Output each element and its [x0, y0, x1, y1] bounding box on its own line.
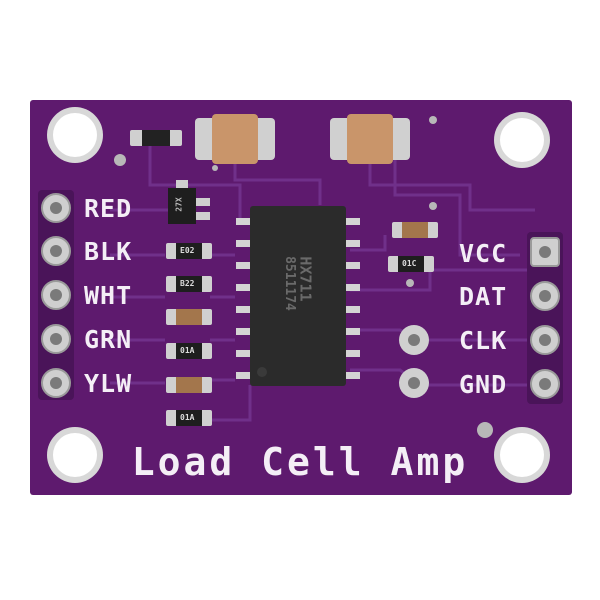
- pin-label-gnd: GND: [459, 370, 508, 399]
- pcb-traces: [110, 140, 535, 422]
- pin-label-blk: BLK: [84, 237, 133, 266]
- resistor-marking-4: 01A: [180, 413, 195, 422]
- pin-label-wht: WHT: [84, 281, 133, 310]
- pin-label-grn: GRN: [84, 325, 133, 354]
- vias: [114, 116, 493, 438]
- board-title: Load Cell Amp: [131, 440, 469, 484]
- pin-label-ylw: YLW: [84, 369, 133, 398]
- capacitor-1: [195, 114, 275, 164]
- chip-marking-2: 8511174: [281, 256, 297, 311]
- pin-label-vcc: VCC: [459, 239, 508, 268]
- transistor-marking: 27X: [174, 197, 184, 212]
- mounting-holes: [47, 107, 550, 483]
- pin-label-clk: CLK: [459, 326, 508, 355]
- through-pads: [399, 325, 429, 398]
- resistor-marking-3: 01A: [180, 346, 195, 355]
- pin-label-red: RED: [84, 194, 133, 223]
- resistor-marking-2: B22: [180, 279, 195, 288]
- transistor: [168, 180, 210, 224]
- resistor-column: [166, 243, 212, 426]
- left-header: [38, 190, 74, 400]
- chip-marking-1: HX711: [296, 256, 315, 302]
- pin-label-dat: DAT: [459, 282, 508, 311]
- resistor-right-1: [392, 222, 438, 238]
- resistor-marking-1: E02: [180, 246, 195, 255]
- hx711-chip: [250, 206, 346, 386]
- ic-pins: [236, 218, 360, 379]
- resistor-right-2: [388, 256, 434, 272]
- resistor-marking-5: 01C: [402, 259, 417, 268]
- resistor-top: [130, 130, 182, 146]
- chip-pin1-dot: [257, 367, 267, 377]
- right-header: [527, 232, 563, 404]
- capacitor-2: [330, 114, 410, 164]
